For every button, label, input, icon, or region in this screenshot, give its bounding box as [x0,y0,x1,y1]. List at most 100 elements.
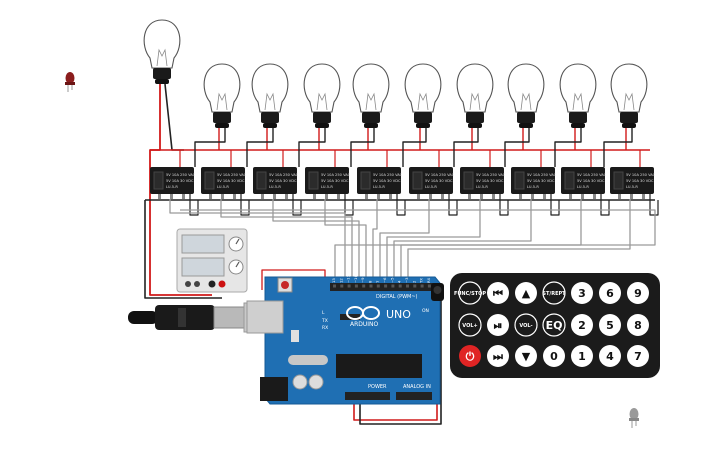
remote-button-next[interactable]: ⏭ [487,345,509,367]
bulb-8[interactable] [507,63,545,129]
digital-pin[interactable] [384,284,388,288]
on-label: ON [422,308,429,314]
remote-button-down[interactable]: ▼ [515,345,537,367]
wire [189,194,199,216]
remote-button-vol-plus[interactable]: VOL+ [458,313,482,337]
wire [220,199,353,283]
bulb-4[interactable] [303,63,341,129]
wire [169,199,346,283]
wire [292,194,302,216]
digital-pin[interactable] [347,284,351,288]
analog-header [396,392,432,400]
remote-button-st-rept[interactable]: ST/REPT [542,281,566,305]
remote-button-0[interactable]: 0 [543,345,565,367]
remote-button-5[interactable]: 5 [599,314,621,336]
remote-button-prev[interactable]: ⏮ [487,282,509,304]
relay-label: LU-5-R [626,185,638,189]
led-gray[interactable] [629,408,639,428]
remote-button-label: 0 [550,350,558,363]
remote-button-power[interactable]: ⏻ [459,345,481,367]
remote-button-9[interactable]: 9 [627,282,649,304]
bulb-7[interactable] [456,63,494,129]
remote-button-3[interactable]: 3 [571,282,593,304]
remote-button-label: 6 [606,287,614,300]
remote-button-label: ⏯ [494,319,503,332]
wire [396,194,406,216]
relay-label: 5V 10A 30 VDC [425,179,453,183]
relay-label: 5V 10A 30 VDC [373,179,401,183]
bulb-5[interactable] [352,63,390,129]
wire [649,194,659,216]
digital-pin[interactable] [413,284,417,288]
digital-pin[interactable] [420,284,424,288]
remote-button-7[interactable]: 7 [627,345,649,367]
bulb-10[interactable] [610,63,648,129]
digital-pin[interactable] [427,284,431,288]
wire [448,194,458,216]
remote-button-label: 2 [578,319,586,332]
digital-pin[interactable] [333,284,336,288]
pin-label: ~10 [353,274,358,283]
bulb-3[interactable] [251,63,289,129]
power-label: POWER [368,384,387,390]
digital-pin[interactable] [362,284,366,288]
bulb-2[interactable] [203,63,241,129]
wire [402,128,427,167]
remote-button-up[interactable]: ▲ [515,282,537,304]
remote-button-label: ▼ [522,350,531,363]
remote-button-label: 8 [634,319,642,332]
digital-header [330,283,435,291]
relay-label: LU-5-R [269,185,281,189]
digital-pin[interactable] [376,284,380,288]
ir-receiver[interactable] [431,283,444,301]
remote-button-play[interactable]: ⏯ [487,314,509,336]
digital-pin[interactable] [340,284,344,288]
remote-button-8[interactable]: 8 [627,314,649,336]
remote-button-vol-minus[interactable]: VOL- [514,313,538,337]
digital-pin[interactable] [398,284,402,288]
pin-label: ~5 [389,277,394,283]
remote-button-6[interactable]: 6 [599,282,621,304]
remote-button-label: 4 [606,350,614,363]
pin-label: ~9 [360,277,365,283]
bulb-6[interactable] [404,63,442,129]
digital-pin[interactable] [369,284,373,288]
digital-pin[interactable] [406,284,409,288]
relay-label: LU-5-R [425,185,437,189]
remote-button-func-stop[interactable]: FUNC/STOP [454,281,486,305]
led-red[interactable] [65,72,75,92]
remote-button-label: 5 [606,319,614,332]
remote-button-eq[interactable]: EQ [542,313,566,337]
pin-label: ~11 [346,274,351,283]
power-supply[interactable] [176,228,248,293]
atmega-chip [336,354,422,378]
bulb-1[interactable] [143,19,181,85]
pin-label: 13 [331,278,336,283]
wire [344,194,354,216]
arduino-logo [346,306,380,320]
bulb-9[interactable] [559,63,597,129]
digital-pin[interactable] [391,284,395,288]
remote-button-4[interactable]: 4 [599,345,621,367]
remote-button-2[interactable]: 2 [571,314,593,336]
remote-button-1[interactable]: 1 [571,345,593,367]
digital-pin[interactable] [354,284,358,288]
pin-label: TX 1 [419,274,424,284]
remote-button-label: VOL- [519,323,532,329]
remote-button-label: 1 [578,350,586,363]
relay-label: LU-5-R [476,185,488,189]
pin-label: 2 [411,280,416,283]
